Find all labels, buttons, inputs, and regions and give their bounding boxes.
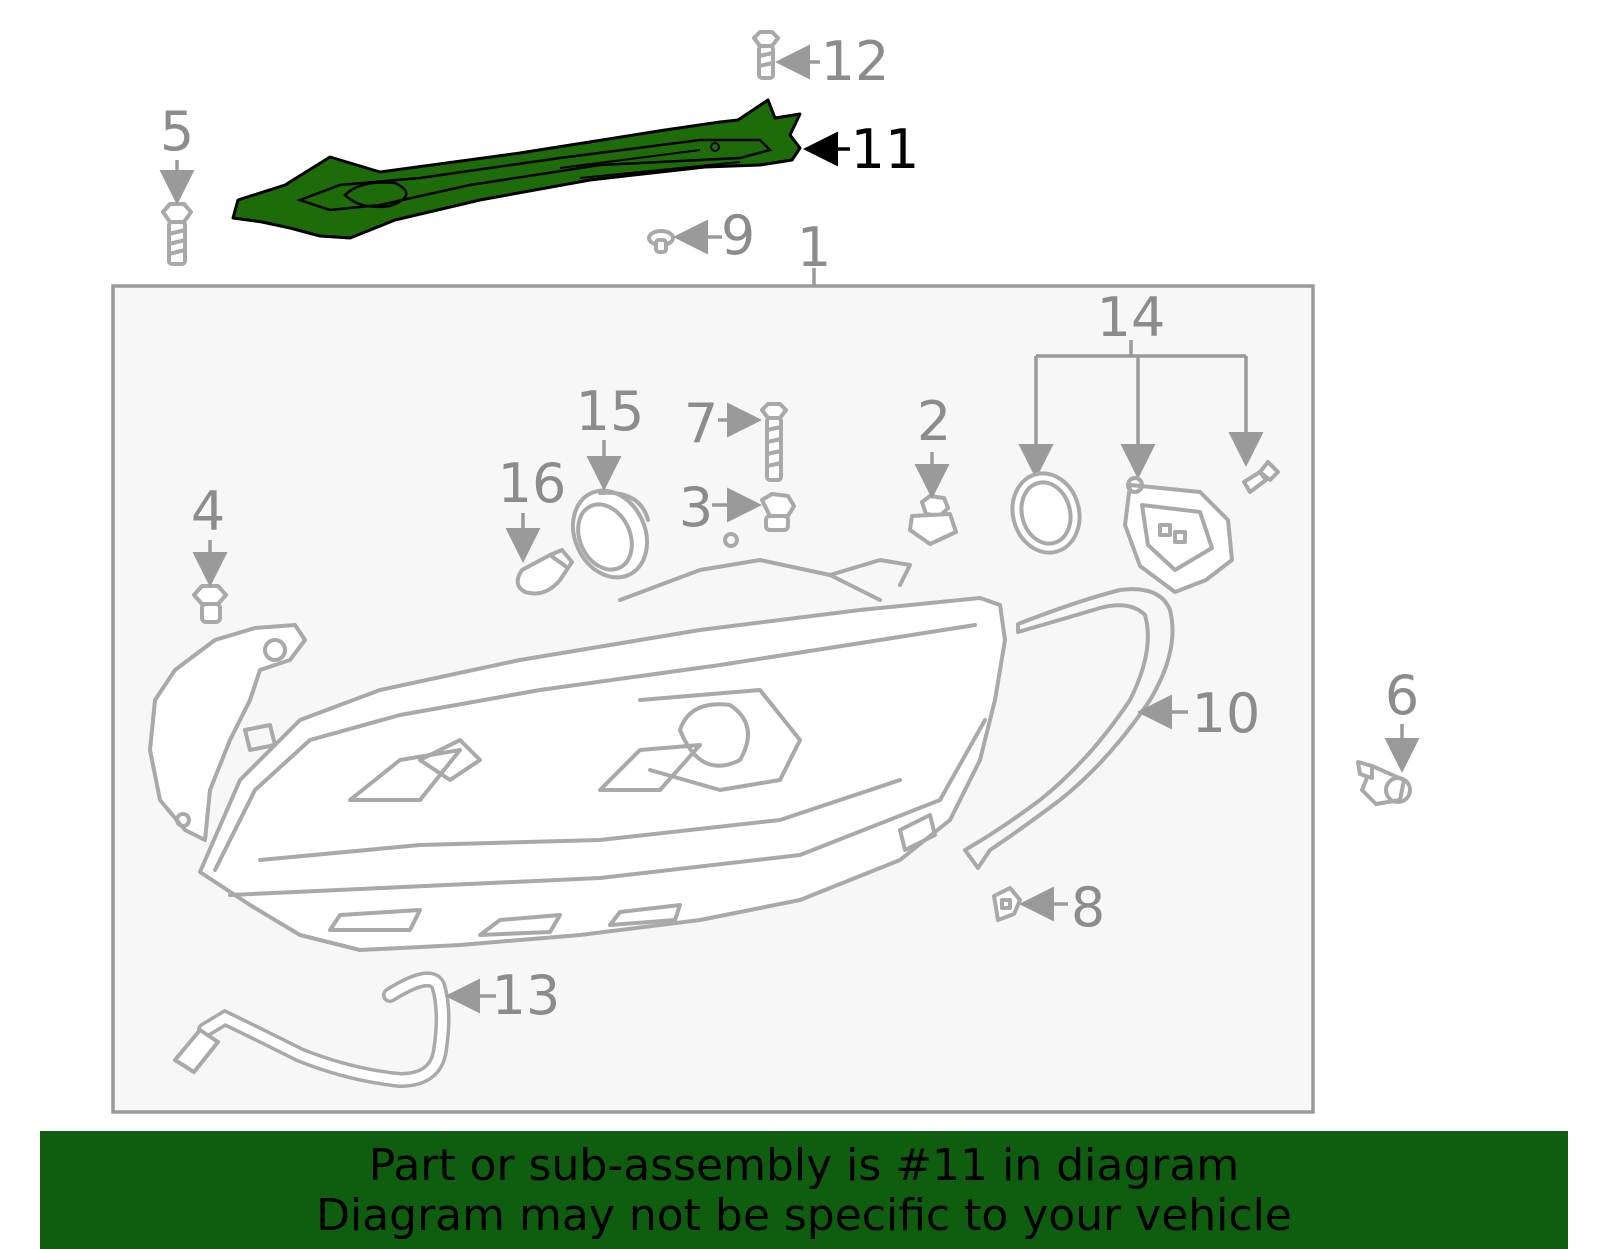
part-7-bolt[interactable]: [760, 402, 788, 482]
callout-12: 12: [821, 30, 890, 93]
callout-1: 1: [797, 216, 831, 279]
part-14-screw[interactable]: [1242, 460, 1280, 494]
callout-9: 9: [721, 204, 755, 267]
banner-line-disclaimer: Diagram may not be specific to your vehi…: [316, 1190, 1292, 1241]
part-15-seal[interactable]: [559, 478, 660, 589]
callout-4: 4: [191, 480, 225, 543]
part-1-headlamp[interactable]: [148, 532, 1007, 952]
callout-14: 14: [1097, 286, 1166, 349]
callout-7: 7: [684, 392, 718, 455]
callout-2: 2: [917, 390, 951, 453]
callout-10: 10: [1192, 682, 1261, 745]
callout-16: 16: [498, 452, 567, 515]
callout-5: 5: [160, 100, 194, 163]
part-16-bulb[interactable]: [515, 548, 574, 596]
callout-15: 15: [576, 380, 645, 443]
part-14-seal-ring[interactable]: [1004, 466, 1088, 560]
callout-8: 8: [1071, 876, 1105, 939]
banner-line-part: Part or sub-assembly is #11 in diagram: [368, 1140, 1240, 1191]
part-9-clip[interactable]: [647, 229, 675, 254]
part-13-hose[interactable]: [173, 971, 451, 1089]
part-14-bulb-socket[interactable]: [1123, 476, 1234, 594]
part-8-clip[interactable]: [992, 886, 1022, 922]
part-11-bracket[interactable]: [231, 98, 802, 240]
part-12-bolt[interactable]: [752, 30, 780, 80]
callout-11: 11: [851, 118, 920, 181]
callout-13: 13: [492, 964, 561, 1027]
part-5-bolt[interactable]: [161, 202, 193, 266]
info-banner: Part or sub-assembly is #11 in diagram D…: [40, 1131, 1568, 1249]
part-6-screw[interactable]: [1356, 760, 1412, 806]
callout-3: 3: [679, 476, 713, 539]
callout-6: 6: [1385, 664, 1419, 727]
part-3-grommet[interactable]: [760, 492, 796, 532]
callout-14-bracket: [1018, 340, 1264, 479]
part-10-gasket[interactable]: [963, 587, 1175, 870]
part-4-nut[interactable]: [192, 584, 228, 624]
